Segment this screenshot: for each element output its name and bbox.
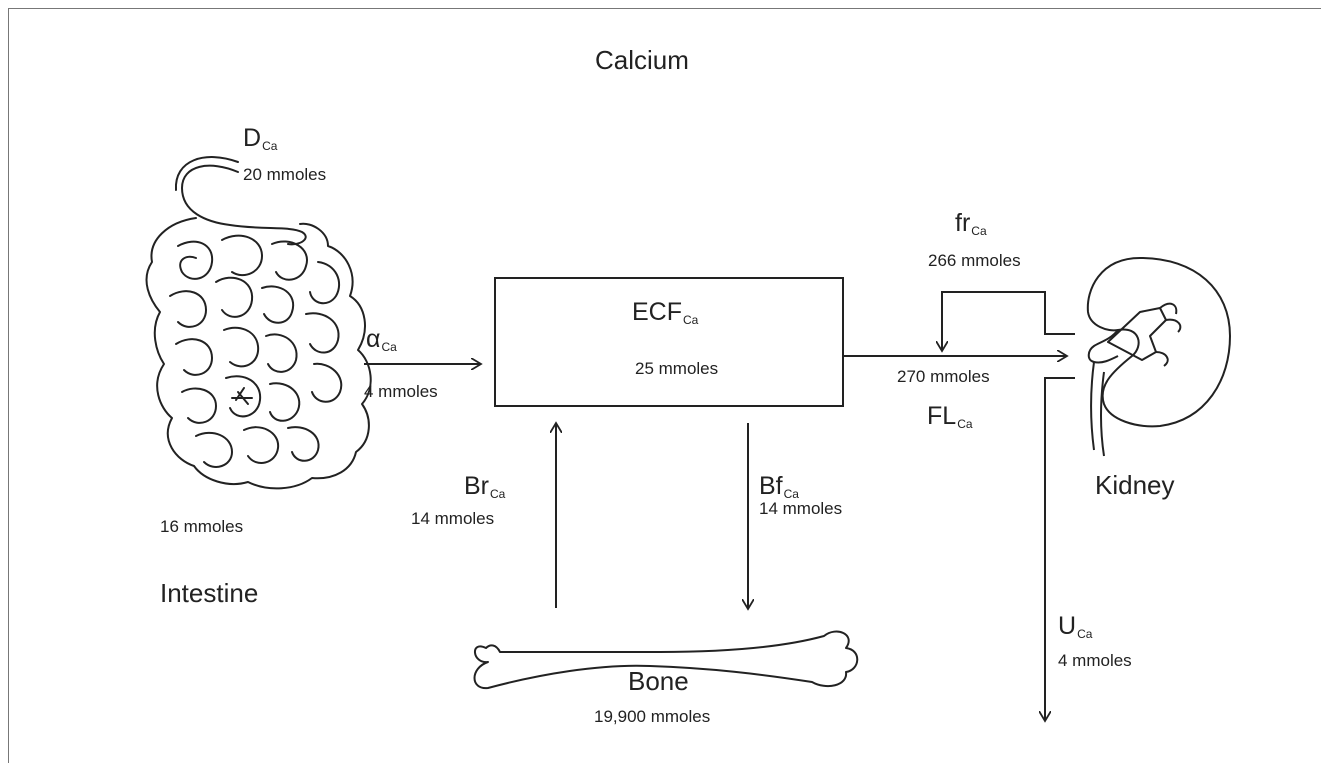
urinary-subscript: Ca bbox=[1077, 627, 1092, 641]
bone-name: Bone bbox=[628, 668, 689, 694]
absorption-amount: 4 mmoles bbox=[364, 383, 438, 400]
absorption-subscript: Ca bbox=[381, 340, 396, 354]
reabsorption-label: frCa bbox=[955, 211, 987, 236]
bone-formation-label: BfCa bbox=[759, 474, 799, 499]
filtered-load-subscript: Ca bbox=[957, 417, 972, 431]
bone-formation-symbol: Bf bbox=[759, 472, 783, 500]
ecf-symbol: ECF bbox=[632, 298, 682, 326]
bone-resorption-label: BrCa bbox=[464, 474, 505, 499]
intestine-illustration bbox=[147, 157, 371, 488]
reabsorption-arrow bbox=[942, 292, 1075, 351]
filtered-load-amount: 270 mmoles bbox=[897, 368, 990, 385]
filtered-load-symbol: FL bbox=[927, 402, 956, 430]
reabsorption-amount: 266 mmoles bbox=[928, 252, 1021, 269]
kidney-name: Kidney bbox=[1095, 472, 1175, 498]
urinary-label: UCa bbox=[1058, 614, 1092, 639]
diagram-title: Calcium bbox=[595, 47, 689, 73]
bone-formation-amount: 14 mmoles bbox=[759, 500, 842, 517]
absorption-symbol: α bbox=[366, 325, 380, 353]
intestine-name: Intestine bbox=[160, 580, 258, 606]
dietary-label: DCa bbox=[243, 126, 277, 151]
bone-amount: 19,900 mmoles bbox=[594, 708, 710, 725]
kidney-illustration bbox=[1088, 258, 1230, 456]
dietary-subscript: Ca bbox=[262, 139, 277, 153]
reabsorption-symbol: fr bbox=[955, 209, 970, 237]
bone-resorption-subscript: Ca bbox=[490, 487, 505, 501]
ecf-label: ECFCa bbox=[632, 300, 698, 325]
intestine-amount: 16 mmoles bbox=[160, 518, 243, 535]
bone-resorption-symbol: Br bbox=[464, 472, 489, 500]
dietary-symbol: D bbox=[243, 124, 261, 152]
dietary-amount: 20 mmoles bbox=[243, 166, 326, 183]
urinary-symbol: U bbox=[1058, 612, 1076, 640]
ecf-amount: 25 mmoles bbox=[635, 360, 718, 377]
ecf-subscript: Ca bbox=[683, 313, 698, 327]
urinary-amount: 4 mmoles bbox=[1058, 652, 1132, 669]
reabsorption-subscript: Ca bbox=[971, 224, 986, 238]
bone-resorption-amount: 14 mmoles bbox=[411, 510, 494, 527]
filtered-load-label: FLCa bbox=[927, 404, 973, 429]
absorption-label: αCa bbox=[366, 327, 397, 352]
